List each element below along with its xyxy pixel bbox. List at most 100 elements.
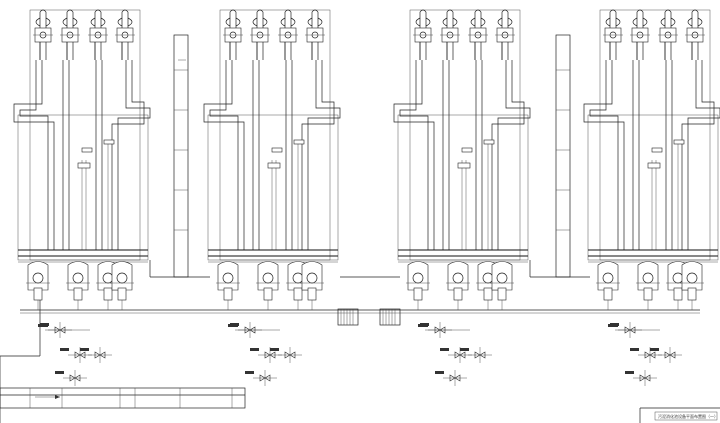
tag-label — [625, 371, 634, 374]
title-block-text: 污泥消化池设备平面布置图（一） — [658, 413, 718, 419]
instrument-tag — [293, 139, 305, 145]
pump-assembly-4 — [110, 261, 134, 310]
riser-4 — [685, 9, 705, 60]
pipe-units — [13, 9, 720, 386]
pipe-unit-2 — [203, 9, 341, 386]
riser-2 — [440, 9, 460, 60]
tank-outline — [29, 9, 141, 261]
instrument-tag — [267, 162, 281, 169]
pump-stem — [497, 287, 507, 301]
tag-label — [80, 348, 89, 351]
pump-stem — [483, 287, 493, 301]
main-pipe-left — [589, 60, 619, 250]
pump-stem — [603, 287, 613, 301]
valve-symbol-2 — [440, 347, 472, 363]
instrument-tag — [483, 139, 495, 145]
instrument-tag — [673, 139, 685, 145]
riser-2 — [630, 9, 650, 60]
riser-4 — [305, 9, 325, 60]
main-pipe-right — [307, 60, 341, 250]
riser-1 — [223, 9, 243, 60]
tag-label — [418, 324, 428, 327]
tag-label — [228, 324, 238, 327]
tank-outline — [219, 9, 331, 261]
instrument-tag — [457, 162, 471, 169]
main-pipe-left — [209, 60, 239, 250]
pump-stem — [117, 287, 127, 301]
bottom-corridor — [0, 387, 246, 409]
pump-assembly-4 — [300, 261, 324, 310]
tag-label — [650, 348, 659, 351]
tank-outline — [409, 9, 521, 261]
instrument-tag — [647, 162, 661, 169]
pump-stem — [453, 287, 463, 301]
pump-stem — [223, 287, 233, 301]
tag-label — [630, 348, 639, 351]
pipe-unit-4 — [583, 9, 720, 386]
title-block: 污泥消化池设备平面布置图（一） — [654, 411, 718, 421]
tag-label — [435, 371, 444, 374]
tank-outline — [599, 9, 711, 261]
main-pipe-left — [399, 60, 429, 250]
pump-assembly-2 — [446, 261, 470, 310]
pump-stem — [673, 287, 683, 301]
main-pipe-right — [497, 60, 531, 250]
instrument-tag — [103, 139, 115, 145]
riser-4 — [115, 9, 135, 60]
valve-symbol-3 — [270, 347, 302, 363]
riser-1 — [413, 9, 433, 60]
tank-body — [397, 114, 529, 261]
pump-stem — [73, 287, 83, 301]
valve-symbol-4 — [435, 370, 467, 386]
tag-label — [60, 348, 69, 351]
tag-label — [440, 348, 449, 351]
pump-stem — [307, 287, 317, 301]
instrument-tag — [651, 147, 663, 153]
main-pipe-right — [687, 60, 720, 250]
valve-symbol-2 — [630, 347, 662, 363]
valve-symbol-3 — [80, 347, 112, 363]
pump-stem — [643, 287, 653, 301]
instrument-tag — [461, 147, 473, 153]
main-pipe-left — [19, 60, 49, 250]
pump-stem — [263, 287, 273, 301]
riser-3 — [278, 9, 298, 60]
pump-assembly-1 — [406, 261, 430, 310]
riser-3 — [658, 9, 678, 60]
tank-body — [17, 114, 149, 261]
riser-3 — [468, 9, 488, 60]
tank-body — [207, 114, 339, 261]
pipe-unit-1 — [13, 9, 151, 386]
service-columns — [173, 34, 571, 278]
riser-1 — [603, 9, 623, 60]
instrument-tag — [77, 162, 91, 169]
tag-label — [270, 348, 279, 351]
tag-label — [245, 371, 254, 374]
riser-2 — [60, 9, 80, 60]
tag-label — [608, 324, 618, 327]
riser-2 — [250, 9, 270, 60]
pump-assembly-1 — [596, 261, 620, 310]
tag-label — [38, 324, 48, 327]
tag-label — [55, 371, 64, 374]
valve-symbol-4 — [625, 370, 657, 386]
instrument-tag — [271, 147, 283, 153]
pump-assembly-4 — [680, 261, 704, 310]
tank-body — [587, 114, 719, 261]
pump-assembly-2 — [256, 261, 280, 310]
pump-assembly-4 — [490, 261, 514, 310]
riser-1 — [33, 9, 53, 60]
pipe-unit-3 — [393, 9, 531, 386]
stair-right — [379, 308, 401, 326]
tag-label — [250, 348, 259, 351]
pump-assembly-2 — [66, 261, 90, 310]
pump-assembly-1 — [26, 261, 50, 310]
tag-label — [460, 348, 469, 351]
pump-stem — [33, 287, 43, 301]
pump-stem — [687, 287, 697, 301]
pump-stem — [103, 287, 113, 301]
riser-4 — [495, 9, 515, 60]
riser-3 — [88, 9, 108, 60]
valve-symbol-3 — [650, 347, 682, 363]
